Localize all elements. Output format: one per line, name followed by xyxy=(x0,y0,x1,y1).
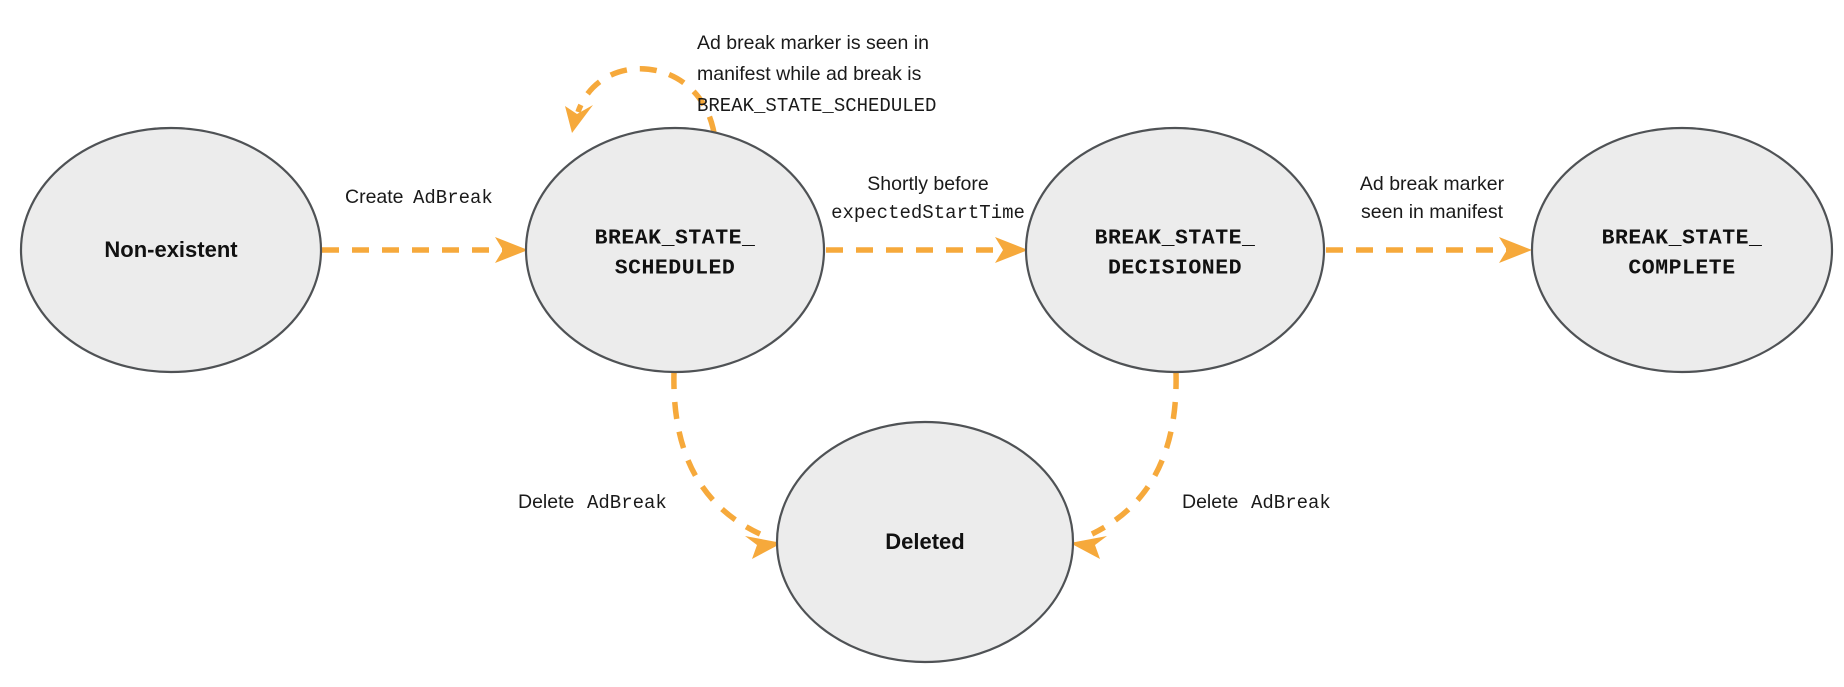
edge-label-create-adbreak-mono: AdBreak xyxy=(413,187,493,209)
edge-label-delete-scheduled-plain: Delete xyxy=(518,491,574,513)
node-break-state-scheduled-label-line2: SCHEDULED xyxy=(615,257,736,281)
edge-label-marker-seen-in-manifest: Ad break marker seen in manifest xyxy=(1360,173,1505,223)
node-non-existent-label: Non-existent xyxy=(104,237,238,262)
edge-label-shortly-before-plain: Shortly before xyxy=(867,173,988,195)
edge-label-shortly-before-expected-start: Shortly before expectedStartTime xyxy=(831,173,1025,224)
node-deleted-shape[interactable] xyxy=(775,420,1075,664)
note-ad-break-marker-line3: BREAK_STATE_SCHEDULED xyxy=(697,95,936,117)
edge-create-adbreak xyxy=(322,237,528,263)
edge-marker-seen-in-manifest xyxy=(1326,237,1532,263)
node-break-state-decisioned[interactable]: BREAK_STATE_ DECISIONED xyxy=(1024,126,1326,374)
note-ad-break-marker-line2: manifest while ad break is xyxy=(697,63,922,85)
edge-marker-seen-arrowhead xyxy=(1499,237,1532,263)
node-break-state-complete[interactable]: BREAK_STATE_ COMPLETE xyxy=(1530,126,1834,374)
node-break-state-scheduled-shape[interactable] xyxy=(524,126,826,374)
edge-label-delete-adbreak-from-scheduled: Delete AdBreak xyxy=(518,491,667,514)
edge-delete-from-scheduled-arrowhead xyxy=(745,536,782,559)
edge-label-create-adbreak-plain: Create xyxy=(345,186,404,208)
note-ad-break-marker: Ad break marker is seen in manifest whil… xyxy=(697,32,936,117)
edge-label-delete-scheduled-mono: AdBreak xyxy=(587,492,667,514)
node-non-existent[interactable]: Non-existent xyxy=(19,126,323,374)
node-break-state-scheduled[interactable]: BREAK_STATE_ SCHEDULED xyxy=(524,126,826,374)
node-break-state-decisioned-label-line2: DECISIONED xyxy=(1108,257,1242,281)
edge-label-delete-adbreak-from-decisioned: Delete AdBreak xyxy=(1182,491,1331,514)
node-break-state-decisioned-shape[interactable] xyxy=(1024,126,1326,374)
edge-label-marker-seen-line2: seen in manifest xyxy=(1361,201,1504,223)
edge-scheduled-self-loop xyxy=(565,66,717,134)
edge-scheduled-self-loop-line xyxy=(575,66,717,134)
edge-scheduled-self-loop-arrowhead xyxy=(565,105,593,133)
edge-shortly-before-expected-start xyxy=(826,237,1028,263)
edge-delete-adbreak-from-scheduled xyxy=(671,371,782,559)
node-break-state-complete-shape[interactable] xyxy=(1530,126,1834,374)
edge-label-delete-decisioned-plain: Delete xyxy=(1182,491,1238,513)
edge-create-adbreak-arrowhead xyxy=(495,237,528,263)
edge-delete-from-decisioned-arrowhead xyxy=(1070,536,1107,559)
edge-label-marker-seen-line1: Ad break marker xyxy=(1360,173,1505,195)
node-break-state-complete-label-line2: COMPLETE xyxy=(1628,257,1735,281)
node-deleted[interactable]: Deleted xyxy=(775,420,1075,664)
node-deleted-label: Deleted xyxy=(885,529,964,554)
edge-label-delete-decisioned-mono: AdBreak xyxy=(1251,492,1331,514)
note-ad-break-marker-line1: Ad break marker is seen in xyxy=(697,32,929,54)
edge-label-expected-start-time-mono: expectedStartTime xyxy=(831,202,1025,224)
node-break-state-complete-label-line1: BREAK_STATE_ xyxy=(1602,227,1763,251)
edge-delete-adbreak-from-decisioned xyxy=(1070,371,1179,559)
node-break-state-decisioned-label-line1: BREAK_STATE_ xyxy=(1095,227,1256,251)
edge-label-create-adbreak: Create AdBreak xyxy=(345,186,493,209)
edge-delete-from-scheduled-line xyxy=(671,371,762,537)
node-break-state-scheduled-label-line1: BREAK_STATE_ xyxy=(595,227,756,251)
edge-delete-from-decisioned-line xyxy=(1090,371,1179,537)
node-non-existent-shape[interactable] xyxy=(19,126,323,374)
edge-shortly-before-arrowhead xyxy=(995,237,1028,263)
